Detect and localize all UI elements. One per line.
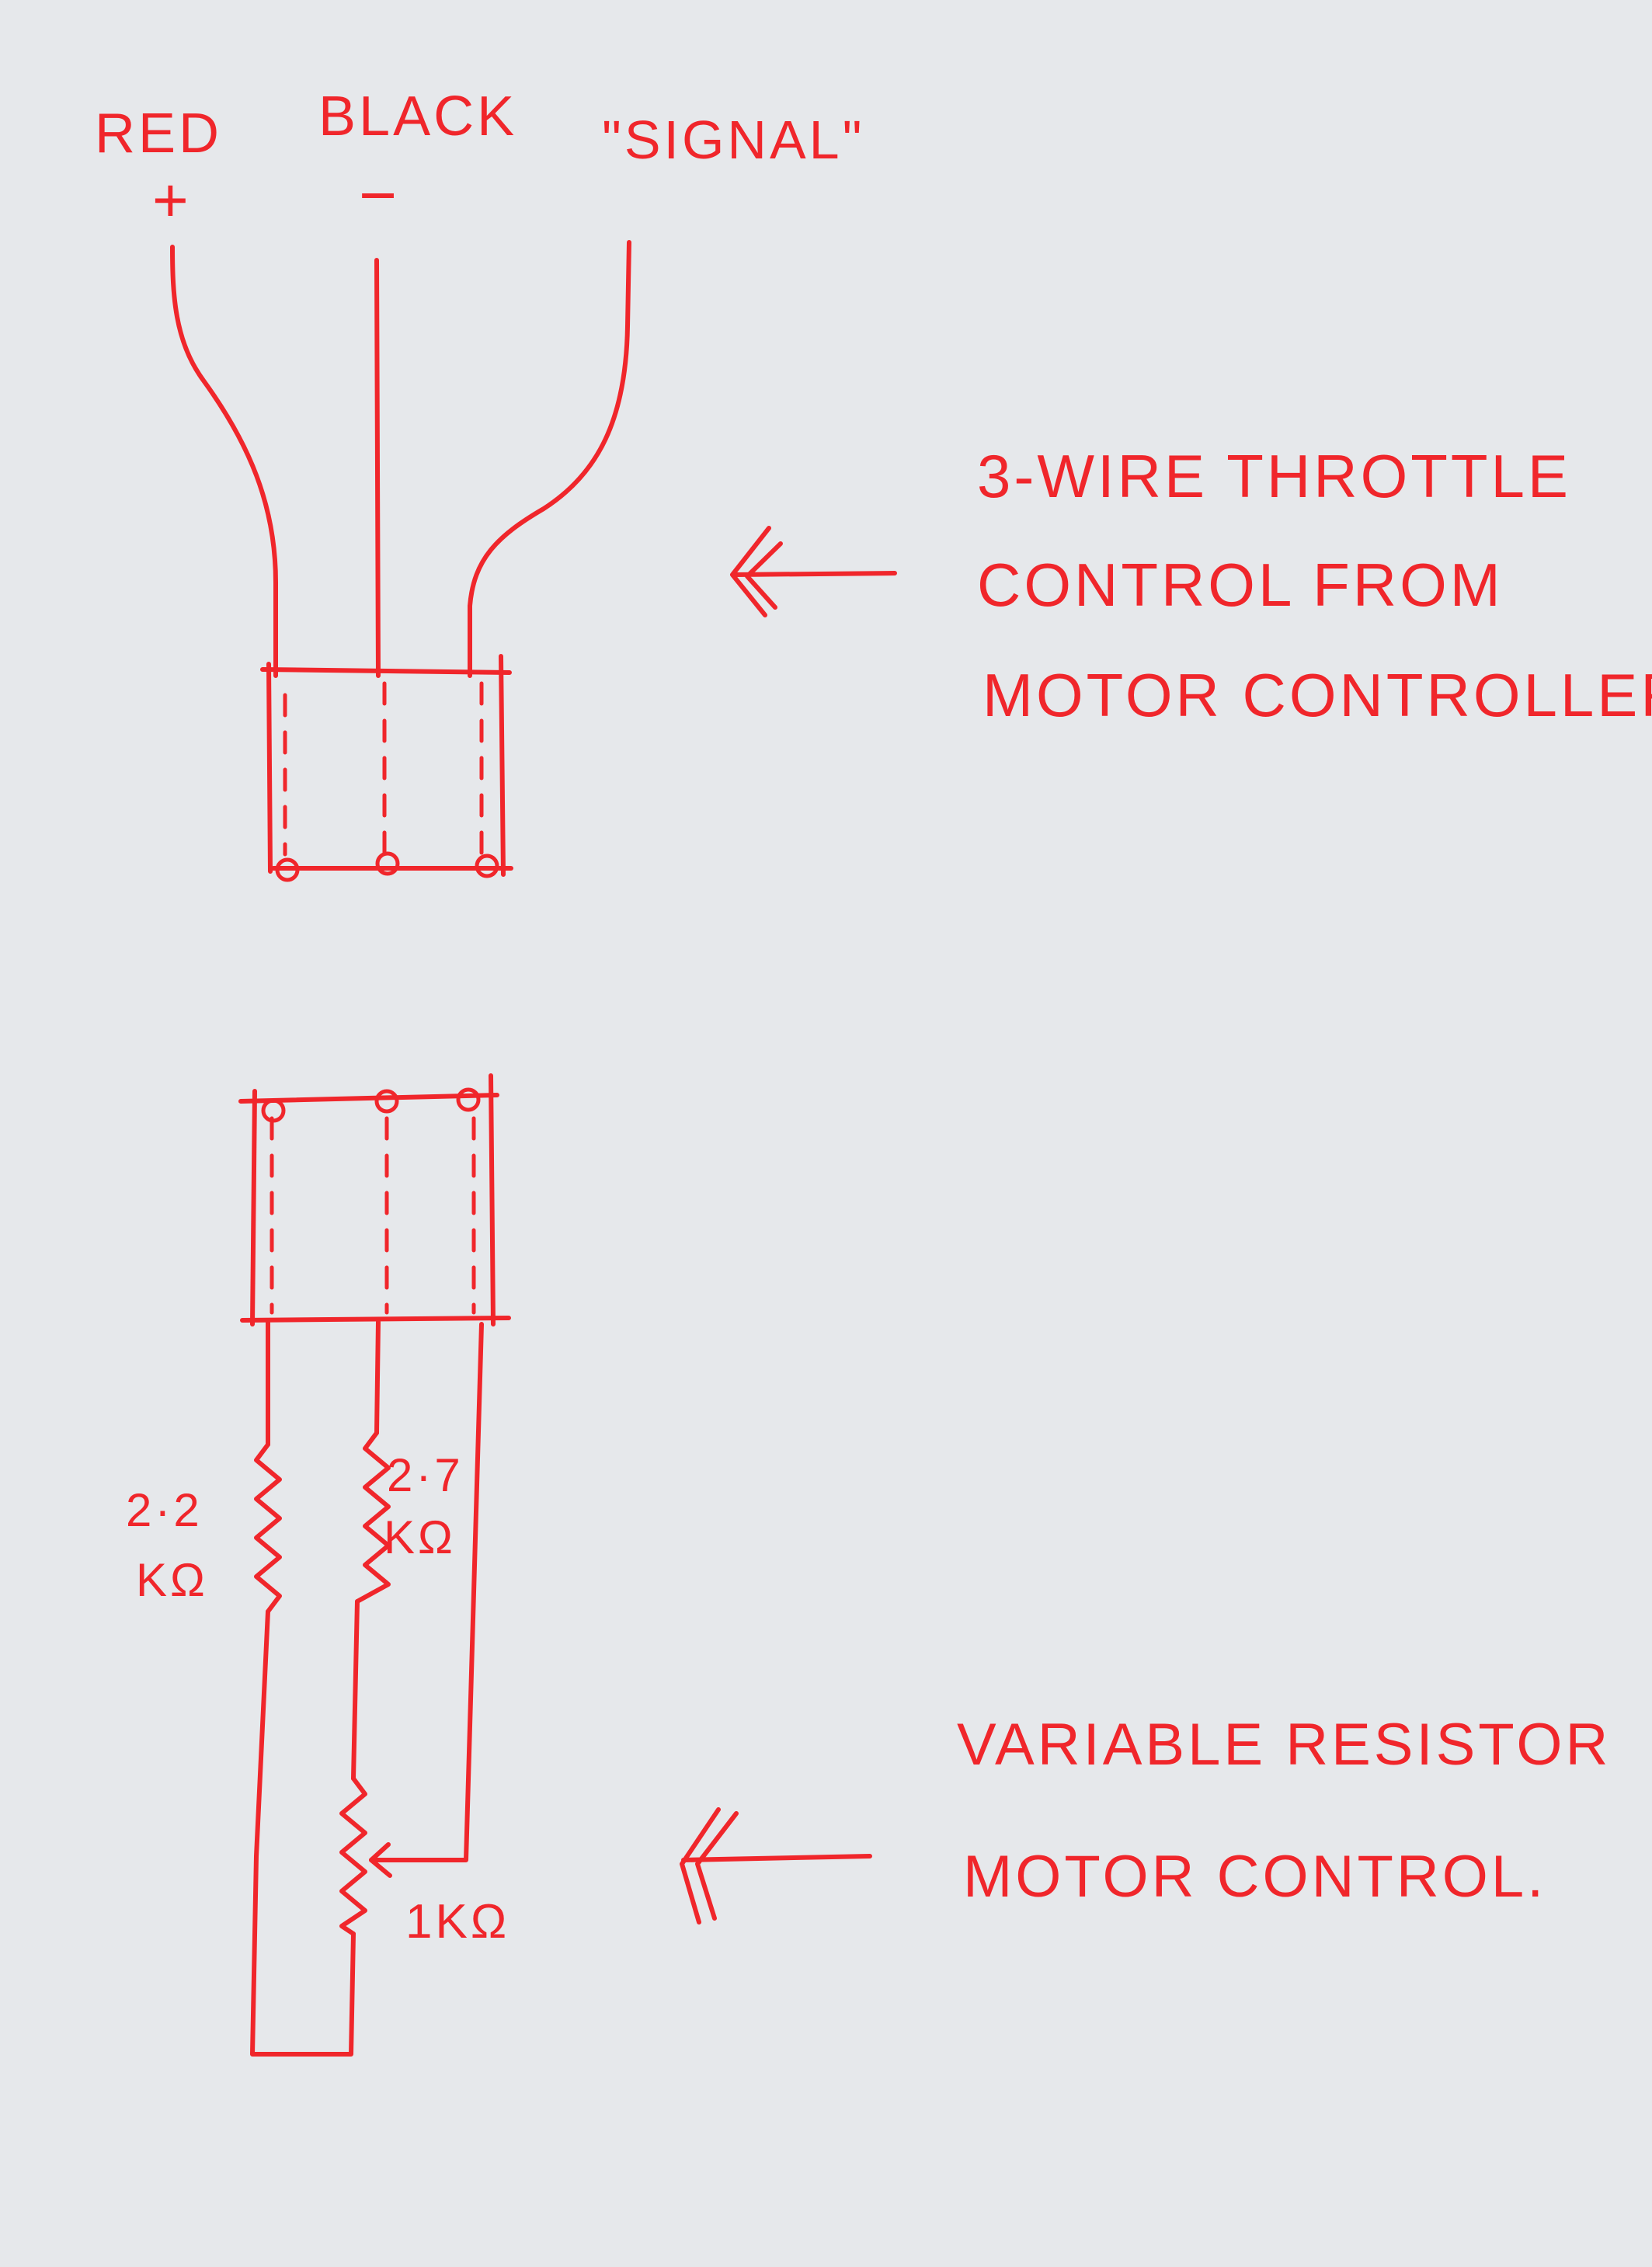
arrow-resistor-icon [680,1807,872,1925]
wire-red [170,245,278,678]
throttle-note-line3: MOTOR CONTROLLER [983,661,1652,729]
label-red-plus: + [152,165,192,235]
label-red: RED [95,103,222,165]
resistor-2k7-icon [355,1431,391,1604]
wire-signal [468,240,631,678]
wire-middle-branch [374,1320,381,1435]
label-r1-unit: KΩ [136,1554,208,1606]
arrow-throttle-icon [730,526,897,617]
pin-bottom-3 [456,1087,481,1112]
pin-top-1 [275,857,300,882]
wiper-arrow-icon [369,1842,392,1878]
throttle-note-line1: 3-WIRE THROTTLE [977,442,1571,510]
pin-bottom-2 [374,1089,399,1114]
connector-bottom [238,1073,511,1326]
potentiometer-1k-icon [339,1776,367,1936]
label-pot-value: 1KΩ [405,1895,510,1949]
throttle-note-line2: CONTROL FROM [977,551,1504,619]
pin-top-3 [475,854,499,878]
wire-signal-wiper [369,1322,484,1862]
connector-top [260,654,513,882]
label-r1-value: 2·2 [126,1484,203,1536]
resistor-2k2-icon [254,1442,282,1614]
resistor-note-line2: MOTOR CONTROL. [963,1844,1546,1910]
pin-bottom-1 [261,1098,286,1123]
label-black-minus: − [359,158,400,231]
pin-top-2 [375,851,400,876]
label-signal: "SIGNAL" [602,110,864,170]
label-r2-value: 2·7 [387,1449,464,1501]
label-black: BLACK [318,85,517,148]
resistor-note-line1: VARIABLE RESISTOR [957,1712,1611,1778]
label-r2-unit: KΩ [384,1511,456,1563]
wire-black [374,258,381,678]
